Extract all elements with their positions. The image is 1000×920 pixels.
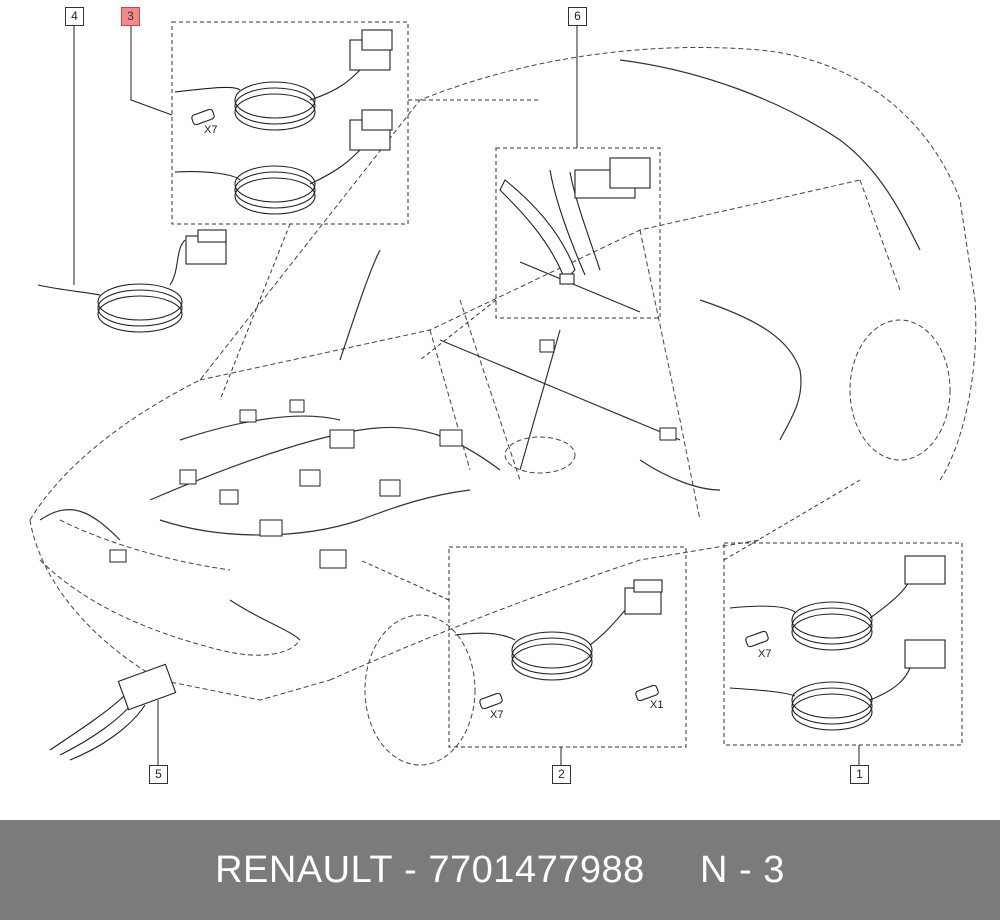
- separator: -: [393, 848, 429, 891]
- part-5-illustration: [49, 663, 177, 761]
- part-2-fuse-quantity-x1: X1: [650, 699, 664, 711]
- part-2-illustration: [454, 579, 663, 710]
- wiring-harness-diagram: [29, 21, 977, 766]
- brand-name: RENAULT: [215, 848, 394, 891]
- engine-bay-connectors: [109, 339, 677, 569]
- callout-1[interactable]: 1: [850, 765, 869, 784]
- callout-5[interactable]: 5: [149, 765, 168, 784]
- part-3-fuse-quantity: X7: [204, 124, 218, 136]
- detail-frames: [171, 21, 963, 748]
- part-3-illustration: [174, 29, 393, 215]
- part-2-fuse-quantity-x7: X7: [490, 709, 504, 721]
- part-number: 7701477988: [428, 848, 645, 891]
- callout-3-highlighted[interactable]: 3: [121, 7, 140, 26]
- leader-lines: [73, 24, 860, 765]
- callout-2[interactable]: 2: [552, 765, 571, 784]
- callout-6[interactable]: 6: [568, 7, 587, 26]
- spacer: [645, 849, 700, 892]
- part-1-fuse-quantity: X7: [758, 648, 772, 660]
- part-1-illustration: [729, 555, 946, 731]
- part-6-illustration: [499, 157, 651, 313]
- callout-4[interactable]: 4: [65, 7, 84, 26]
- car-outline: [29, 46, 977, 766]
- part-4-illustration: [37, 229, 227, 333]
- footer-bar: RENAULT - 7701477988 N - 3: [0, 820, 1000, 920]
- page-reference: N - 3: [700, 848, 785, 891]
